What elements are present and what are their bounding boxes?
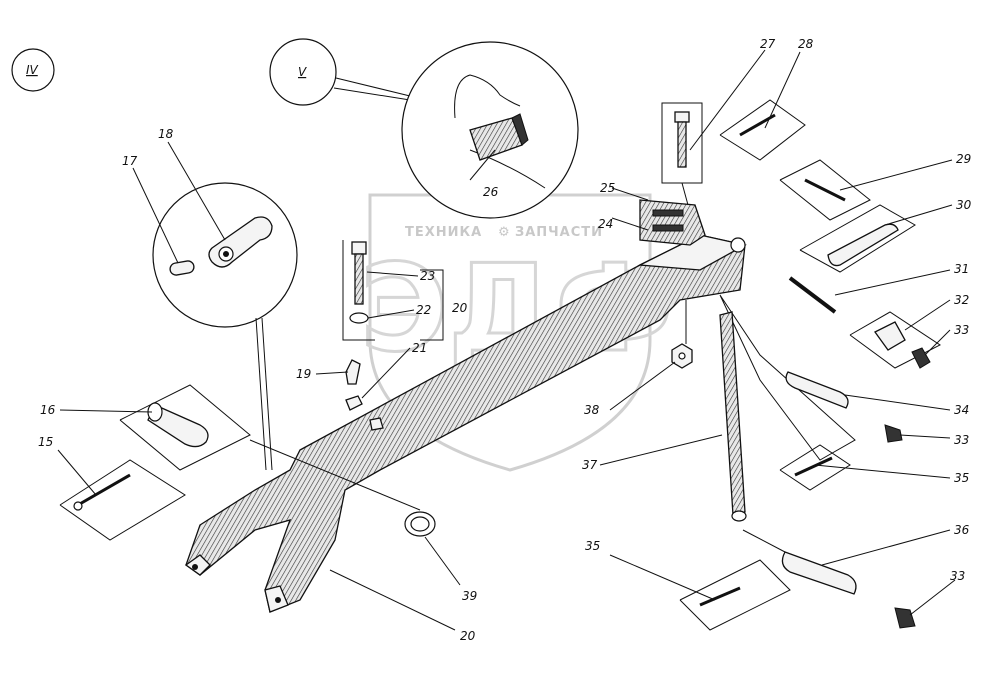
parts-35-36-33 bbox=[679, 529, 916, 631]
callout-20-top: 20 bbox=[452, 301, 468, 315]
ring-39 bbox=[249, 439, 436, 537]
svg-text:IV: IV bbox=[26, 63, 39, 77]
callout-25: 25 bbox=[600, 181, 615, 195]
watermark-gear-icon: ⚙ bbox=[498, 225, 511, 240]
callout-15: 15 bbox=[38, 435, 53, 449]
callout-22: 22 bbox=[416, 303, 431, 317]
watermark-text-left: ТЕХНИКА bbox=[405, 225, 482, 240]
callout-23: 23 bbox=[420, 269, 435, 283]
detail-circle-17-18 bbox=[152, 182, 298, 471]
callout-33-bottom: 33 bbox=[950, 569, 965, 583]
callout-30: 30 bbox=[956, 198, 972, 212]
view-iv-marker: IV bbox=[11, 48, 55, 92]
callout-28: 28 bbox=[798, 37, 814, 51]
callout-34: 34 bbox=[954, 403, 969, 417]
rod-37 bbox=[719, 311, 747, 522]
callout-16: 16 bbox=[40, 403, 56, 417]
svg-text:V: V bbox=[298, 65, 307, 79]
callout-38: 38 bbox=[584, 403, 600, 417]
callout-17: 17 bbox=[122, 154, 138, 168]
callout-24: 24 bbox=[598, 217, 613, 231]
callout-29: 29 bbox=[956, 152, 971, 166]
callout-36: 36 bbox=[954, 523, 970, 537]
callout-18: 18 bbox=[158, 127, 174, 141]
callout-33-top: 33 bbox=[954, 323, 969, 337]
callout-32: 32 bbox=[954, 293, 969, 307]
callout-labels: 16 15 17 18 19 20 20 21 22 23 24 25 26 2… bbox=[38, 37, 972, 643]
callout-21: 21 bbox=[412, 341, 427, 355]
callout-39: 39 bbox=[462, 589, 477, 603]
parts-15-16 bbox=[59, 384, 251, 541]
callout-37: 37 bbox=[582, 458, 598, 472]
parts-29-33 bbox=[779, 159, 941, 369]
view-v-marker: V bbox=[269, 38, 337, 106]
bolt-group-20 bbox=[342, 240, 444, 431]
callout-20-bottom: 20 bbox=[460, 629, 476, 643]
parts-27-28 bbox=[661, 99, 806, 206]
watermark-text-right: ЗАПЧАСТИ bbox=[515, 225, 603, 240]
drawbar-frame bbox=[184, 199, 747, 613]
callout-26: 26 bbox=[483, 185, 499, 199]
detail-circle-v bbox=[333, 41, 579, 219]
callout-27: 27 bbox=[760, 37, 776, 51]
callout-35-left: 35 bbox=[585, 539, 600, 553]
leader-lines bbox=[57, 49, 956, 631]
nut-38 bbox=[671, 300, 693, 369]
callout-31: 31 bbox=[954, 262, 969, 276]
callout-35-right: 35 bbox=[954, 471, 969, 485]
parts-34-35 bbox=[719, 294, 903, 491]
callout-33-middle: 33 bbox=[954, 433, 969, 447]
callout-19: 19 bbox=[296, 367, 311, 381]
